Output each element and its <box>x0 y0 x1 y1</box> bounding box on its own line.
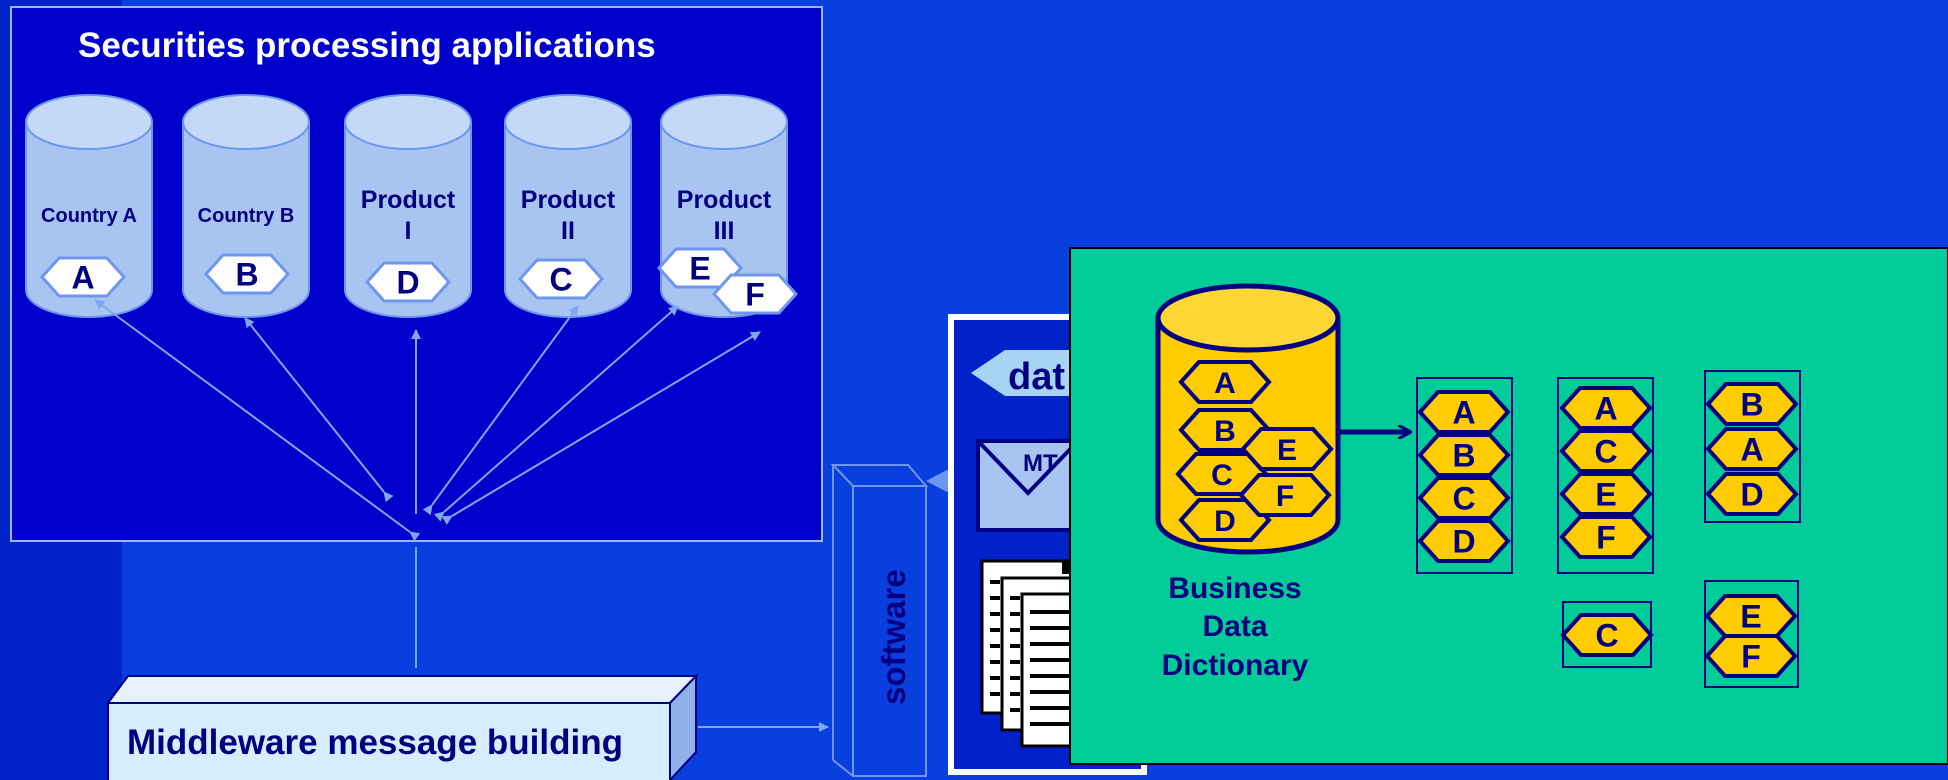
cylinder-tag: E <box>656 247 744 289</box>
cylinder-tag-letter: A <box>71 260 94 296</box>
stack-tag: A <box>1417 390 1511 434</box>
stack-tag-letter: B <box>1452 438 1475 474</box>
stack-tag-letter: D <box>1452 524 1475 560</box>
dictionary-caption-line: Dictionary <box>1162 649 1309 682</box>
app-cylinder: Country A A <box>25 94 153 318</box>
stack-tag: B <box>1705 382 1799 426</box>
stack-tag-letter: A <box>1452 395 1475 431</box>
cylinder-tag-letter: F <box>745 277 765 313</box>
cylinder-tag: F <box>711 273 799 315</box>
stack-tag: D <box>1705 472 1799 516</box>
db-tag: B <box>1178 408 1272 452</box>
db-tag-letter: F <box>1276 480 1294 513</box>
cylinder-tag: A <box>39 256 127 298</box>
db-tag-letter: B <box>1214 415 1236 448</box>
db-tag: F <box>1238 473 1332 517</box>
cylinder-tag: C <box>517 258 605 300</box>
stack-tag-letter: F <box>1741 639 1761 675</box>
app-arrows <box>94 299 829 732</box>
stack-tag: A <box>1705 427 1799 471</box>
stack-tag: C <box>1417 476 1511 520</box>
db-tag-letter: D <box>1214 505 1236 538</box>
cylinder-tag-letter: B <box>235 257 258 293</box>
tag-stack: EF <box>1704 580 1799 688</box>
stack-tag-letter: A <box>1740 432 1763 468</box>
stack-tag-letter: A <box>1594 391 1617 427</box>
middleware-box: Middleware message building <box>106 673 699 780</box>
db-tag-letter: A <box>1214 367 1236 400</box>
stack-tag: F <box>1559 515 1653 559</box>
cylinder-label: Product <box>521 186 616 214</box>
db-tag-letter: C <box>1211 459 1233 492</box>
stack-tag: C <box>1560 613 1654 657</box>
cylinder-label: III <box>714 217 735 245</box>
stack-tag-letter: D <box>1740 477 1763 513</box>
stack-tag: E <box>1559 472 1653 516</box>
stack-tag: C <box>1559 429 1653 473</box>
stack-tag: E <box>1704 594 1798 638</box>
data-tag-shape <box>971 350 1090 396</box>
db-tag: A <box>1178 360 1272 404</box>
cylinder-label: Product <box>677 186 772 214</box>
cylinder-tag: D <box>364 261 452 303</box>
stack-tag-letter: E <box>1740 599 1761 635</box>
stack-tag-letter: B <box>1740 387 1763 423</box>
envelope-label: MT <box>1023 450 1058 477</box>
cylinder-tag-letter: E <box>689 251 710 287</box>
stack-tag: B <box>1417 433 1511 477</box>
data-tag-label: dat <box>1008 356 1065 398</box>
dictionary-caption-line: Data <box>1202 610 1267 643</box>
cylinder-label: Country A <box>41 205 137 227</box>
stack-tag: D <box>1417 519 1511 563</box>
stack-tag: F <box>1704 634 1798 678</box>
tag-stack: BAD <box>1704 370 1801 523</box>
stack-tag-letter: C <box>1452 481 1475 517</box>
stack-tag-letter: F <box>1596 520 1616 556</box>
cylinder-tag: B <box>203 253 291 295</box>
envelope-icon <box>976 439 1080 532</box>
db-tag: E <box>1240 427 1334 471</box>
middleware-label: Middleware message building <box>127 723 623 762</box>
stack-tag-letter: C <box>1594 434 1617 470</box>
stack-tag-letter: E <box>1595 477 1616 513</box>
cylinder-label: Country B <box>198 205 295 227</box>
software-box <box>830 464 929 777</box>
stack-tag: A <box>1559 386 1653 430</box>
cylinder-tag-letter: D <box>396 265 419 301</box>
db-tag: D <box>1178 498 1272 542</box>
db-tag-letter: E <box>1277 434 1297 467</box>
app-cylinder: Country B B <box>182 94 310 318</box>
cylinder-label: II <box>561 217 575 245</box>
tag-stack: C <box>1560 601 1654 668</box>
cylinder-label: Product <box>361 186 456 214</box>
cylinder-label: I <box>405 217 412 245</box>
software-label: software <box>875 569 912 705</box>
cylinder-tag-letter: C <box>549 262 572 298</box>
stack-tag-letter: C <box>1595 618 1618 654</box>
apps-panel-title: Securities processing applications <box>78 26 656 65</box>
dictionary-caption-line: Business <box>1168 572 1301 605</box>
